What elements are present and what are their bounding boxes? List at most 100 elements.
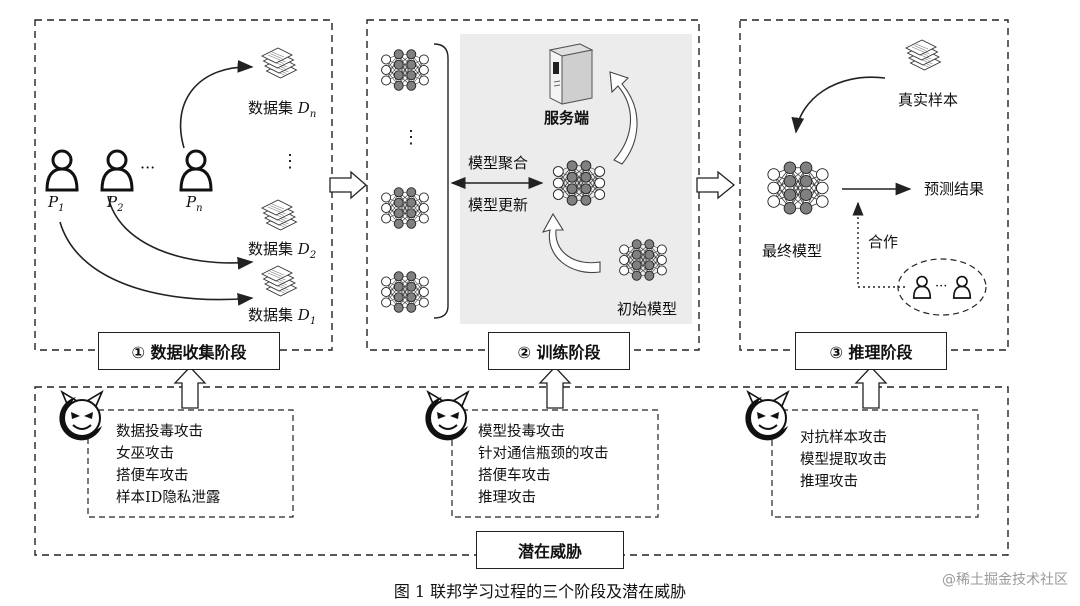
neuron-node	[816, 181, 829, 195]
neuron-node	[580, 160, 592, 172]
stage2-label: ② 训练阶段	[488, 332, 630, 370]
watermark: @稀土掘金技术社区	[942, 572, 1068, 588]
dataset-label-1: 数据集 D1	[248, 306, 317, 327]
neuron-node	[381, 213, 392, 224]
dataset-icon-1	[260, 265, 298, 297]
neuron-node	[594, 177, 606, 189]
neuron-node	[418, 65, 429, 75]
neuron-node	[631, 270, 642, 281]
neuron-node	[406, 302, 417, 313]
neuron-node	[799, 188, 813, 202]
neuron-node	[816, 195, 829, 208]
cooperate-ellipsis: ···	[935, 279, 948, 294]
neuron-node	[381, 65, 392, 75]
stage2-to-stage3-arrow	[696, 170, 736, 200]
neuron-node	[656, 244, 667, 255]
dataset-icon-n	[260, 47, 298, 79]
neuron-node	[799, 174, 813, 188]
neuron-node	[644, 270, 655, 281]
result-label: 预测结果	[924, 180, 985, 198]
pn-to-dn-arrow	[179, 60, 254, 149]
neuron-node	[783, 174, 797, 188]
neuron-node	[644, 249, 655, 260]
cooperate-person-icon-2	[952, 275, 972, 299]
threat-up-arrow-3	[854, 366, 888, 409]
threat-label: 潜在威胁	[476, 531, 624, 569]
threat-box-3-frame	[771, 409, 979, 518]
neuron-node	[566, 160, 578, 172]
threat-item: 模型投毒攻击	[478, 424, 565, 440]
neuron-node	[406, 197, 417, 208]
neuron-node	[406, 187, 417, 198]
neuron-node	[393, 70, 404, 81]
neuron-node	[406, 49, 417, 60]
aggregate-label: 模型聚合	[468, 154, 529, 172]
final-model-net	[767, 161, 829, 215]
neuron-node	[406, 208, 417, 219]
clients-bracket	[433, 43, 449, 319]
neuron-node	[393, 281, 404, 292]
threat-box-2-frame	[451, 409, 659, 518]
threat-item: 样本ID隐私泄露	[116, 490, 221, 506]
client-model-3-net	[381, 271, 429, 313]
real-sample-label: 真实样本	[898, 91, 959, 109]
neuron-node	[418, 213, 429, 224]
neuron-node	[381, 297, 392, 308]
figure-caption: 图 1 联邦学习过程的三个阶段及潜在威胁	[393, 582, 687, 601]
participant-label-2: P2	[107, 193, 124, 214]
neuron-node	[799, 161, 813, 175]
neuron-node	[799, 201, 813, 215]
threat-item: 搭便车攻击	[478, 468, 551, 484]
neuron-node	[767, 181, 780, 195]
initial-model-label: 初始模型	[617, 300, 678, 318]
neuron-node	[406, 80, 417, 91]
threat-list-1: 数据投毒攻击 女巫攻击 搭便车攻击 样本ID隐私泄露	[116, 421, 220, 509]
cooperate-person-icon-1	[912, 275, 932, 299]
neuron-node	[406, 70, 417, 81]
neuron-node	[631, 260, 642, 271]
aggregate-to-server-arrow	[609, 71, 638, 165]
neuron-node	[393, 208, 404, 219]
neuron-node	[644, 239, 655, 250]
neuron-node	[418, 276, 429, 287]
neuron-node	[393, 197, 404, 208]
initial-to-global-arrow	[541, 212, 601, 274]
neuron-node	[381, 203, 392, 213]
participant-icon-1	[45, 149, 79, 192]
client-model-2-net	[381, 187, 429, 229]
attacker-devil-icon-3	[745, 390, 790, 441]
neuron-node	[552, 166, 564, 177]
client-model-1-net	[381, 49, 429, 91]
neuron-node	[566, 194, 578, 206]
threat-up-arrow-2	[538, 366, 572, 409]
neuron-node	[381, 276, 392, 287]
cooperate-arrow	[852, 201, 905, 288]
threat-item: 对抗样本攻击	[800, 430, 887, 446]
neuron-node	[393, 292, 404, 303]
datasets-vdots: ⋮	[281, 151, 299, 172]
participant-icon-2	[100, 149, 134, 192]
neuron-node	[393, 59, 404, 70]
participants-ellipsis: ···	[140, 158, 156, 177]
neuron-node	[393, 271, 404, 282]
neuron-node	[406, 292, 417, 303]
attacker-devil-icon-2	[425, 390, 470, 441]
threat-up-arrow-1	[173, 366, 207, 409]
neuron-node	[418, 297, 429, 308]
neuron-node	[566, 171, 578, 183]
dataset-label-2: 数据集 D2	[248, 240, 317, 261]
server-icon	[548, 43, 594, 105]
neuron-node	[656, 265, 667, 276]
neuron-node	[619, 265, 630, 276]
neuron-node	[418, 192, 429, 203]
neuron-node	[418, 54, 429, 65]
neuron-node	[406, 271, 417, 282]
threat-item: 推理攻击	[478, 490, 536, 506]
threat-item: 针对通信瓶颈的攻击	[478, 446, 609, 462]
neuron-node	[656, 255, 667, 265]
stage3-label: ③ 推理阶段	[795, 332, 947, 370]
threat-item: 推理攻击	[800, 474, 858, 490]
participant-icon-n	[179, 149, 213, 192]
neuron-node	[418, 287, 429, 297]
